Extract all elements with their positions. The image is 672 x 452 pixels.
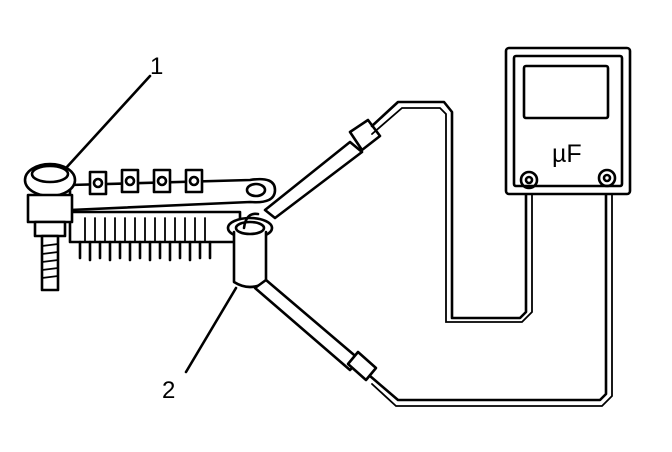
diode-studs [88,168,204,196]
rectifier-bridge [23,162,277,292]
meter-unit-label: µF [552,140,582,168]
capacitor [226,212,274,289]
lower-test-probe [253,278,378,382]
callout-2: 2 [162,286,238,404]
meter-display [522,64,610,120]
callout-label-2: 2 [162,377,175,404]
capacitance-meter: µF [504,46,632,196]
terminal-bolt [23,162,77,292]
callout-label-1: 1 [150,53,163,80]
meter-jack-right [597,168,617,188]
upper-test-probe [263,118,382,220]
meter-jack-left [519,170,539,190]
test-leads [368,100,613,407]
callout-1: 1 [64,53,163,170]
